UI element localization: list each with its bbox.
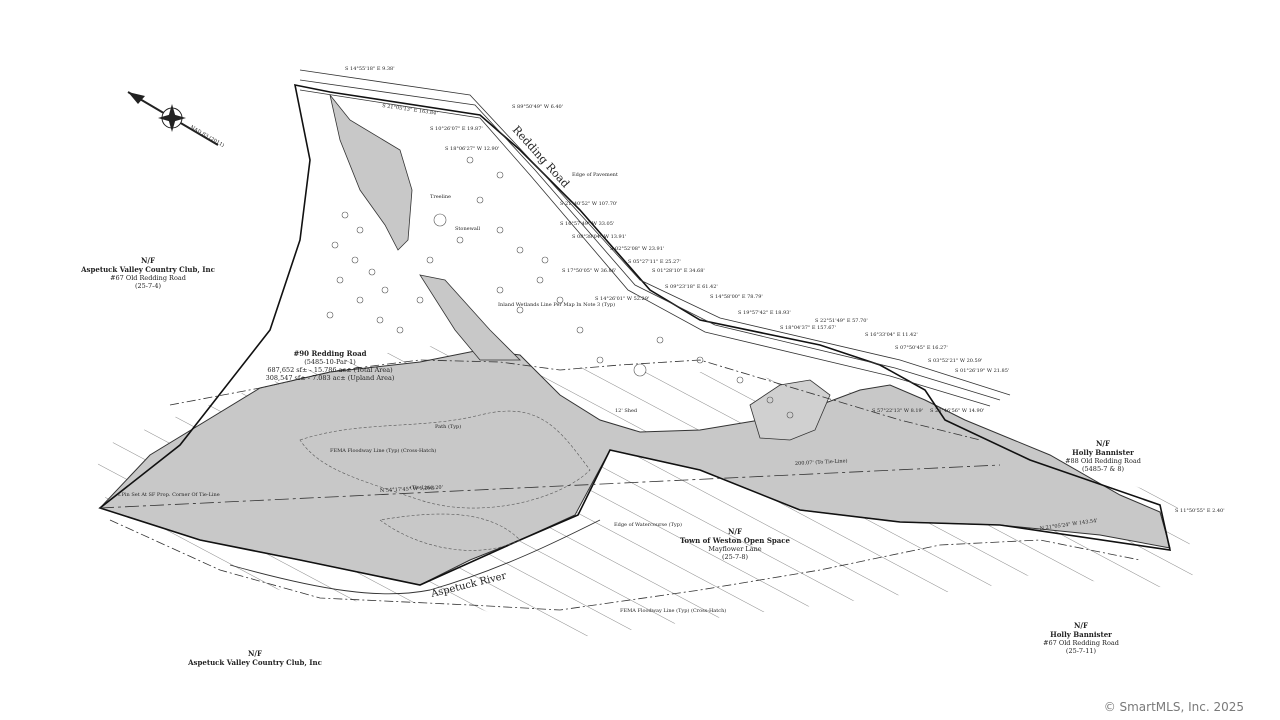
avcc-west-line4: (25-7-4) bbox=[135, 282, 161, 290]
weston-line1: N/F bbox=[728, 527, 742, 536]
tie-bearing-label: N 54°17'45" W 1,252.20' bbox=[380, 485, 443, 494]
bearing-label: S 22°51'49" E 57.70' bbox=[815, 318, 868, 324]
avcc-west-line2: Aspetuck Valley Country Club, Inc bbox=[80, 265, 215, 274]
bearing-label: S 02°52'08" W 23.91' bbox=[610, 246, 664, 252]
bearing-label: S 14°26'01" W 52.29' bbox=[595, 296, 649, 302]
avcc-west-line1: N/F bbox=[141, 256, 155, 265]
holly-south-line2: Holly Bannister bbox=[1050, 630, 1112, 639]
north-arrow-icon bbox=[127, 91, 219, 146]
bearing-label: S 14°55'18" E 9.38' bbox=[345, 66, 395, 72]
holly-east-line1: N/F bbox=[1096, 439, 1110, 448]
bearing-labels: S 14°55'18" E 9.38' S 21°05'13" E 163.84… bbox=[345, 66, 1225, 532]
shed-label: 12' Shed bbox=[615, 408, 638, 414]
bearing-label: S 01°26'19" W 21.85' bbox=[955, 368, 1009, 374]
wetland-lobe-north bbox=[329, 94, 413, 251]
parcel-main-label: #90 Redding Road (5485-10-Par 1) 687,652… bbox=[266, 349, 395, 382]
wetland-strip bbox=[419, 274, 521, 361]
bearing-label: S 18°04'37" E 157.67' bbox=[780, 325, 836, 331]
bearing-label: S 16°33'04" E 11.42' bbox=[865, 332, 918, 338]
path-label: Path (Typ) bbox=[435, 423, 461, 430]
tie-line-label: (Tie-Line) bbox=[410, 484, 435, 491]
holly-south-line3: #67 Old Redding Road bbox=[1043, 639, 1119, 647]
aspetuck-river bbox=[229, 519, 601, 595]
bearing-label: S 26°46'56" W 14.90' bbox=[930, 408, 984, 414]
tree-symbols bbox=[326, 156, 794, 419]
stonewall-label: Stonewall bbox=[455, 226, 480, 232]
avcc-south-line2: Aspetuck Valley Country Club, Inc bbox=[187, 658, 322, 667]
parcel-avcc-south-label: N/F Aspetuck Valley Country Club, Inc bbox=[187, 649, 322, 667]
parcel-main-line4: 308,547 sf± - 7.083 ac± (Upland Area) bbox=[266, 374, 395, 382]
avcc-south-line1: N/F bbox=[248, 649, 262, 658]
tie-line bbox=[99, 464, 1001, 509]
bearing-label: S 08°38'04" W 13.91' bbox=[572, 234, 626, 240]
smartmls-watermark: © SmartMLS, Inc. 2025 bbox=[1103, 700, 1244, 714]
edge-pavement-label: Edge of Pavement bbox=[572, 172, 618, 178]
bearing-label: S 05°27'11" E 25.27' bbox=[628, 259, 681, 265]
parcel-main-line3: 687,652 sf± - 15.786 ac± (Total Area) bbox=[267, 366, 393, 374]
tie-line2-label: 200.07' (To Tie-Line) bbox=[795, 457, 848, 467]
bearing-label: S 19°57'42" E 18.93' bbox=[738, 310, 791, 316]
fema-line-south bbox=[109, 519, 1141, 611]
redding-road-lines bbox=[299, 69, 1011, 407]
weston-line2: Town of Weston Open Space bbox=[680, 536, 791, 545]
road-name: Redding Road bbox=[510, 123, 572, 190]
path-trail bbox=[299, 410, 591, 509]
holly-east-line2: Holly Bannister bbox=[1072, 448, 1134, 457]
bearing-label: S 09°23'18" E 61.42' bbox=[665, 284, 718, 290]
bearing-label: S 11°50'55" E 2.40' bbox=[1175, 508, 1225, 514]
fema-label-1: FEMA Floodway Line (Typ) (Cross-Hatch) bbox=[330, 447, 436, 454]
treeline-label: Treeline bbox=[430, 194, 451, 200]
bearing-label: S 18°06'27" W 12.90' bbox=[445, 146, 499, 152]
ipin-corner-label: I.Pin Set At SF Prop. Corner Of Tie-Line bbox=[118, 492, 220, 498]
avcc-west-line3: #67 Old Redding Road bbox=[110, 274, 186, 282]
holly-south-line4: (25-7-11) bbox=[1066, 647, 1097, 655]
north-arrow-label: NAD 83 (2011) bbox=[189, 124, 226, 149]
wetland-east-lobe bbox=[749, 379, 831, 441]
holly-east-line4: (5485-7 & 8) bbox=[1082, 465, 1124, 473]
parcel-holly-south-label: N/F Holly Bannister #67 Old Redding Road… bbox=[1043, 621, 1119, 655]
parcel-main-line1: #90 Redding Road bbox=[293, 349, 366, 358]
weston-line4: (25-7-8) bbox=[722, 553, 748, 561]
parcel-holly-east-label: N/F Holly Bannister #88 Old Redding Road… bbox=[1065, 439, 1141, 473]
water-edge-label: Edge of Watercourse (Typ) bbox=[614, 521, 682, 528]
parcel-main-line2: (5485-10-Par 1) bbox=[304, 358, 356, 366]
bearing-label: S 57°22'13" W 8.19' bbox=[872, 408, 923, 414]
bearing-label: S 16°57'49" W 33.05' bbox=[560, 221, 614, 227]
bearing-label: S 01°28'10" E 34.68' bbox=[652, 268, 705, 274]
bearing-label: S 89°50'49" W 6.40' bbox=[512, 104, 563, 110]
parcel-weston-label: N/F Town of Weston Open Space Mayflower … bbox=[680, 527, 791, 561]
bearing-label: S 14°58'00" E 78.79' bbox=[710, 294, 763, 300]
wetlands-label: Inland Wetlands Line Per Map In Note 3 (… bbox=[498, 301, 615, 308]
bearing-label: S 03°52'21" W 20.59' bbox=[928, 358, 982, 364]
fema-line-north bbox=[169, 359, 981, 441]
bearing-label: S 21°05'13" E 163.84' bbox=[382, 103, 438, 117]
parcel-avcc-west-label: N/F Aspetuck Valley Country Club, Inc #6… bbox=[80, 256, 215, 290]
holly-south-line1: N/F bbox=[1074, 621, 1088, 630]
fema-label-2: FEMA Floodway Line (Typ) (Cross-Hatch) bbox=[620, 607, 726, 614]
property-boundary bbox=[98, 83, 1172, 586]
bearing-label: S 07°50'45" E 16.27' bbox=[895, 345, 948, 351]
path-trail-2 bbox=[379, 513, 521, 551]
weston-line3: Mayflower Lane bbox=[708, 545, 761, 553]
bearing-label: S 17°50'05" W 36.86' bbox=[562, 268, 616, 274]
holly-east-line3: #88 Old Redding Road bbox=[1065, 457, 1141, 465]
bearing-label: S 21°40'52" W 107.70' bbox=[560, 201, 617, 207]
bearing-label: S 10°26'07" E 19.87' bbox=[430, 126, 483, 132]
